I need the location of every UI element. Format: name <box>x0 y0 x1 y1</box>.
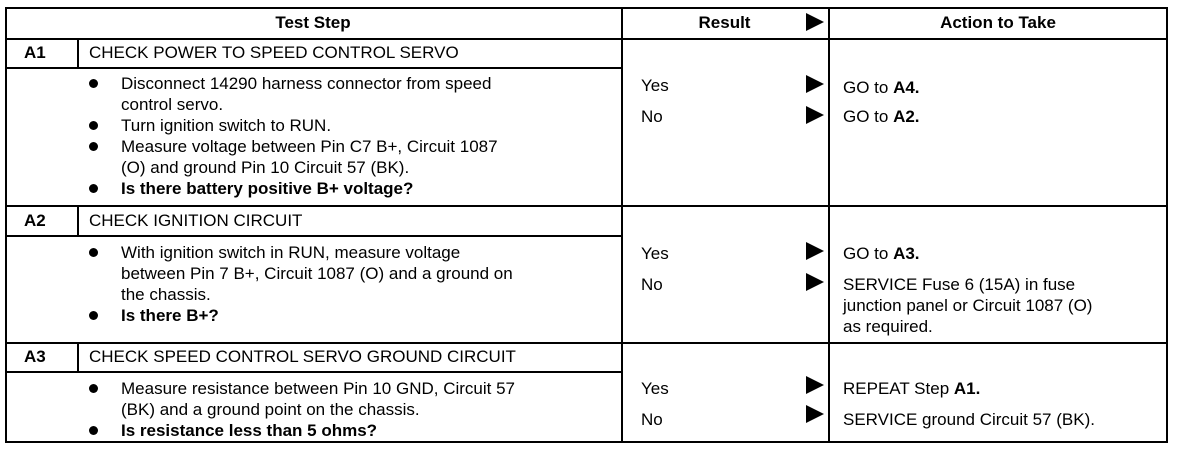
action-line: as required. <box>843 317 933 336</box>
action-line: SERVICE ground Circuit 57 (BK). <box>843 410 1095 429</box>
step-title: CHECK POWER TO SPEED CONTROL SERVO <box>89 43 459 62</box>
a1-title-rule <box>77 67 621 69</box>
arrow-icon <box>806 273 824 291</box>
arrow-icon <box>806 242 824 260</box>
header-rule <box>5 38 1168 40</box>
action-prefix: GO to <box>843 107 894 126</box>
header-test-step: Test Step <box>275 13 351 32</box>
bullet-icon <box>89 311 98 320</box>
bullet-line: Measure resistance between Pin 10 GND, C… <box>121 379 516 398</box>
step-title-divider-3 <box>77 342 79 371</box>
bullet-line: the chassis. <box>121 285 211 304</box>
result-column-divider <box>621 7 623 443</box>
a3-title-rule <box>77 371 621 373</box>
step-code-underline-2 <box>5 235 77 237</box>
action-line: junction panel or Circuit 1087 (O) <box>843 296 1093 315</box>
action-step-ref: A1. <box>953 379 981 398</box>
action-text: GO to A2. <box>843 106 920 127</box>
result-no: No <box>641 410 663 429</box>
bullet-line: control servo. <box>121 95 224 114</box>
bullet-question: Is there battery positive B+ voltage? <box>121 179 414 198</box>
bullet-line: Turn ignition switch to RUN. <box>121 116 332 135</box>
a2-title-rule <box>77 235 621 237</box>
header-result: Result <box>698 13 751 32</box>
bullet-icon <box>89 384 98 393</box>
action-text: REPEAT Step A1. <box>843 378 980 399</box>
step-title-divider-2 <box>77 205 79 235</box>
step-title: CHECK IGNITION CIRCUIT <box>89 211 303 230</box>
result-yes: Yes <box>641 76 669 95</box>
bullet-line: With ignition switch in RUN, measure vol… <box>121 243 461 262</box>
action-step-ref: A3. <box>893 244 920 263</box>
action-prefix: GO to <box>843 244 894 263</box>
step-code: A2 <box>24 211 46 230</box>
a1-a2-rule <box>5 205 1168 207</box>
bullet-question: Is there B+? <box>121 306 219 325</box>
bullet-icon <box>89 248 98 257</box>
action-step-ref: A4. <box>893 78 920 97</box>
arrow-icon <box>806 75 824 93</box>
action-step-ref: A2. <box>893 107 920 126</box>
result-yes: Yes <box>641 244 669 263</box>
action-prefix: GO to <box>843 78 894 97</box>
step-code: A3 <box>24 347 46 366</box>
bullet-icon <box>89 121 98 130</box>
bullet-line: (BK) and a ground point on the chassis. <box>121 400 420 419</box>
bullet-icon <box>89 184 98 193</box>
arrow-icon <box>806 405 824 423</box>
result-yes: Yes <box>641 379 669 398</box>
action-column-divider <box>828 7 830 443</box>
bullet-line: Measure voltage between Pin C7 B+, Circu… <box>121 137 498 156</box>
bullet-icon <box>89 426 98 435</box>
result-no: No <box>641 107 663 126</box>
arrow-icon <box>806 376 824 394</box>
bullet-question: Is resistance less than 5 ohms? <box>121 421 378 440</box>
action-line: SERVICE Fuse 6 (15A) in fuse <box>843 275 1076 294</box>
step-code: A1 <box>24 43 46 62</box>
step-code-underline-3 <box>5 371 77 373</box>
action-prefix: REPEAT Step <box>843 379 954 398</box>
header-arrow-icon <box>806 13 824 31</box>
bullet-line: between Pin 7 B+, Circuit 1087 (O) and a… <box>121 264 513 283</box>
result-no: No <box>641 275 663 294</box>
bullet-line: Disconnect 14290 harness connector from … <box>121 74 492 93</box>
step-title-divider-1 <box>77 38 79 67</box>
bullet-icon <box>89 142 98 151</box>
header-action: Action to Take <box>940 13 1056 32</box>
bullet-line: (O) and ground Pin 10 Circuit 57 (BK). <box>121 158 410 177</box>
diagnostic-table <box>5 7 1168 443</box>
bullet-icon <box>89 79 98 88</box>
a2-a3-rule <box>5 342 1168 344</box>
step-title: CHECK SPEED CONTROL SERVO GROUND CIRCUIT <box>89 347 516 366</box>
action-text: GO to A3. <box>843 243 920 264</box>
arrow-icon <box>806 106 824 124</box>
action-text: GO to A4. <box>843 77 920 98</box>
step-code-underline-1 <box>5 67 77 69</box>
